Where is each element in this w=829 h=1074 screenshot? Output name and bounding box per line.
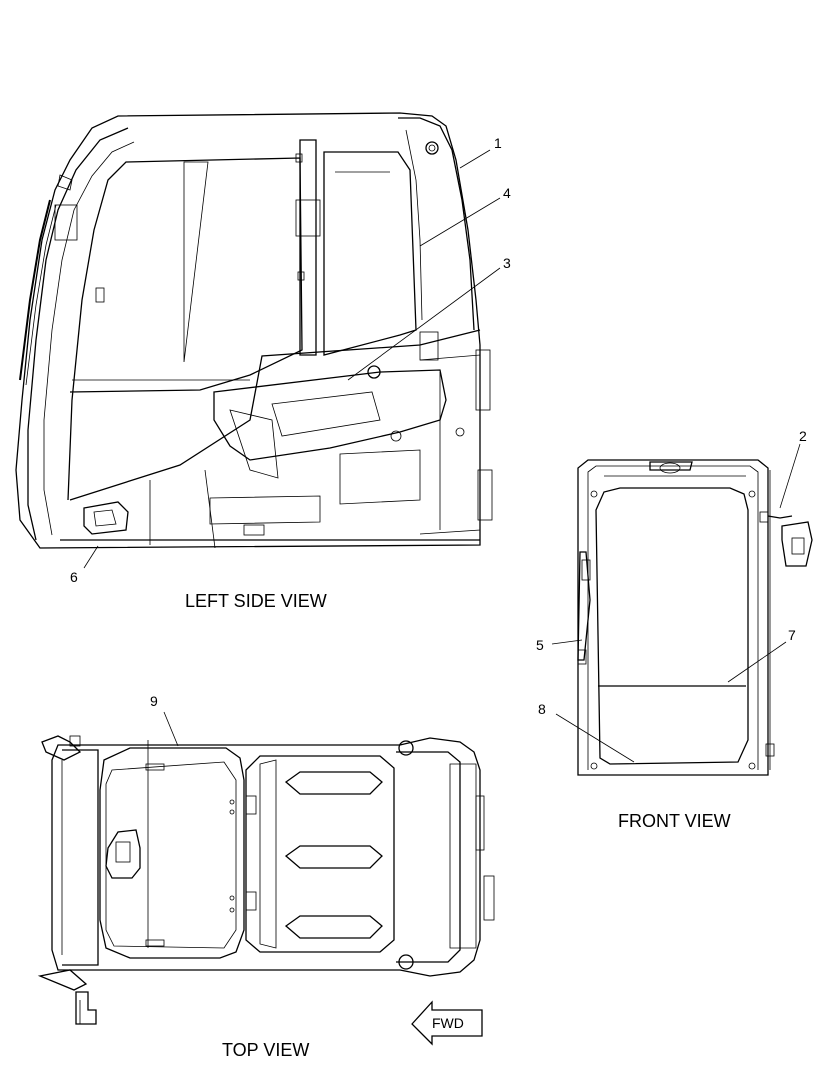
callout-4: 4 [503,185,511,201]
callout-1: 1 [494,135,502,151]
top-view-label: TOP VIEW [222,1040,309,1060]
callout-9: 9 [150,693,158,709]
callouts-top: 9 [150,693,179,747]
callout-8: 8 [538,701,546,717]
callout-7: 7 [788,627,796,643]
front-view-drawing [577,459,813,776]
fwd-arrow: FWD [411,1000,483,1046]
top-view-drawing [37,735,495,1025]
left-side-view-label: LEFT SIDE VIEW [185,591,327,611]
callout-2: 2 [799,428,807,444]
callout-3: 3 [503,255,511,271]
callouts-front: 2 5 7 8 [536,428,807,763]
left-side-view-drawing [15,112,493,549]
front-view-label: FRONT VIEW [618,811,731,831]
callout-5: 5 [536,637,544,653]
callouts-left-side: 1 4 3 6 [70,135,511,585]
callout-6: 6 [70,569,78,585]
fwd-label: FWD [432,1015,464,1031]
